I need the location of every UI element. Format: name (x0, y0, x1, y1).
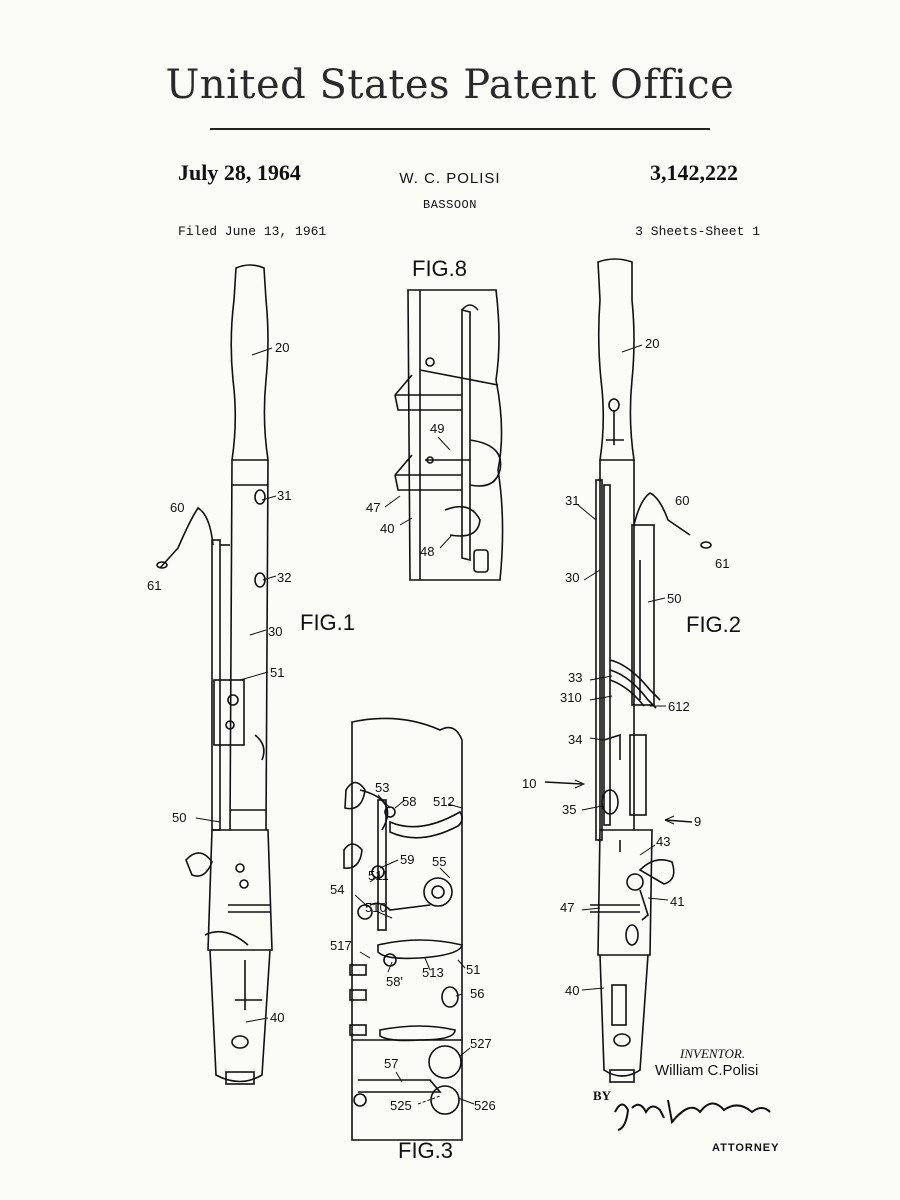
fig3-label: 54 (330, 882, 344, 897)
sheet-count: 3 Sheets-Sheet 1 (635, 224, 760, 239)
fig2-drawing (544, 258, 712, 1083)
patent-date: July 28, 1964 (178, 160, 301, 185)
fig3-label: 510 (365, 900, 387, 915)
inventor-short-name: W. C. POLISI (399, 170, 501, 187)
fig1-label: 20 (275, 340, 289, 355)
inventor-name: William C.Polisi (655, 1062, 759, 1079)
fig2-label: 31 (565, 493, 579, 508)
fig3-label: 57 (384, 1056, 398, 1071)
fig2-label: 61 (715, 556, 729, 571)
fig2-caption: FIG.2 (686, 612, 741, 637)
fig2-label: 33 (568, 670, 582, 685)
patent-number: 3,142,222 (650, 160, 738, 185)
fig3-label: 56 (470, 986, 484, 1001)
fig1-caption: FIG.1 (300, 610, 355, 635)
fig1-label: 50 (172, 810, 186, 825)
fig1-label: 60 (170, 500, 184, 515)
fig2-label: 20 (645, 336, 659, 351)
fig8-drawing (384, 289, 504, 581)
fig2-label: 43 (656, 834, 670, 849)
fig1-label: 51 (270, 665, 284, 680)
fig3-label: 53 (375, 780, 389, 795)
fig2-label: 40 (565, 983, 579, 998)
fig2-label: 60 (675, 493, 689, 508)
fig2-label: 47 (560, 900, 574, 915)
fig3-label: 512 (433, 794, 455, 809)
fig3-drawing (343, 717, 475, 1141)
fig8-label: 47 (366, 500, 380, 515)
fig2-label: 34 (568, 732, 582, 747)
fig1-label: 32 (277, 570, 291, 585)
fig8-label: 49 (430, 421, 444, 436)
fig2-label: 10 (522, 776, 536, 791)
fig2-label: 41 (670, 894, 684, 909)
fig1-label: 30 (268, 624, 282, 639)
fig1-label: 40 (270, 1010, 284, 1025)
fig3-label: 511 (368, 868, 389, 883)
attorney-label: ATTORNEY (712, 1142, 780, 1154)
fig8-label: 40 (380, 521, 394, 536)
fig1-label: 61 (147, 578, 161, 593)
fig3-label: 59 (400, 852, 414, 867)
fig2-label: 310 (560, 690, 582, 705)
patent-subject: BASSOON (423, 198, 477, 212)
fig8-label: 48 (420, 544, 434, 559)
fig1-drawing (156, 264, 277, 1085)
fig2-label: 30 (565, 570, 579, 585)
fig3-label: 513 (422, 965, 444, 980)
fig3-label: 525 (390, 1098, 412, 1113)
fig2-label: 35 (562, 802, 576, 817)
fig3-label: 527 (470, 1036, 492, 1051)
title-rule (210, 128, 710, 130)
filed-date: Filed June 13, 1961 (178, 224, 327, 239)
fig3-label: 517 (330, 938, 352, 953)
fig3-label: 55 (432, 854, 446, 869)
fig1-label: 31 (277, 488, 291, 503)
by-label: BY (593, 1088, 612, 1103)
inventor-caption: INVENTOR. (680, 1046, 746, 1061)
fig2-label: 9 (694, 814, 701, 829)
fig3-label: 51 (466, 962, 480, 977)
fig8-caption: FIG.8 (412, 256, 467, 281)
attorney-signature (614, 1099, 771, 1131)
office-title: United States Patent Office (165, 62, 735, 108)
fig3-label: 58' (386, 974, 403, 989)
fig3-label: 526 (474, 1098, 496, 1113)
fig2-label: 50 (667, 591, 681, 606)
fig3-label: 58 (402, 794, 416, 809)
fig2-label: 612 (668, 699, 690, 714)
fig3-caption: FIG.3 (398, 1138, 453, 1163)
